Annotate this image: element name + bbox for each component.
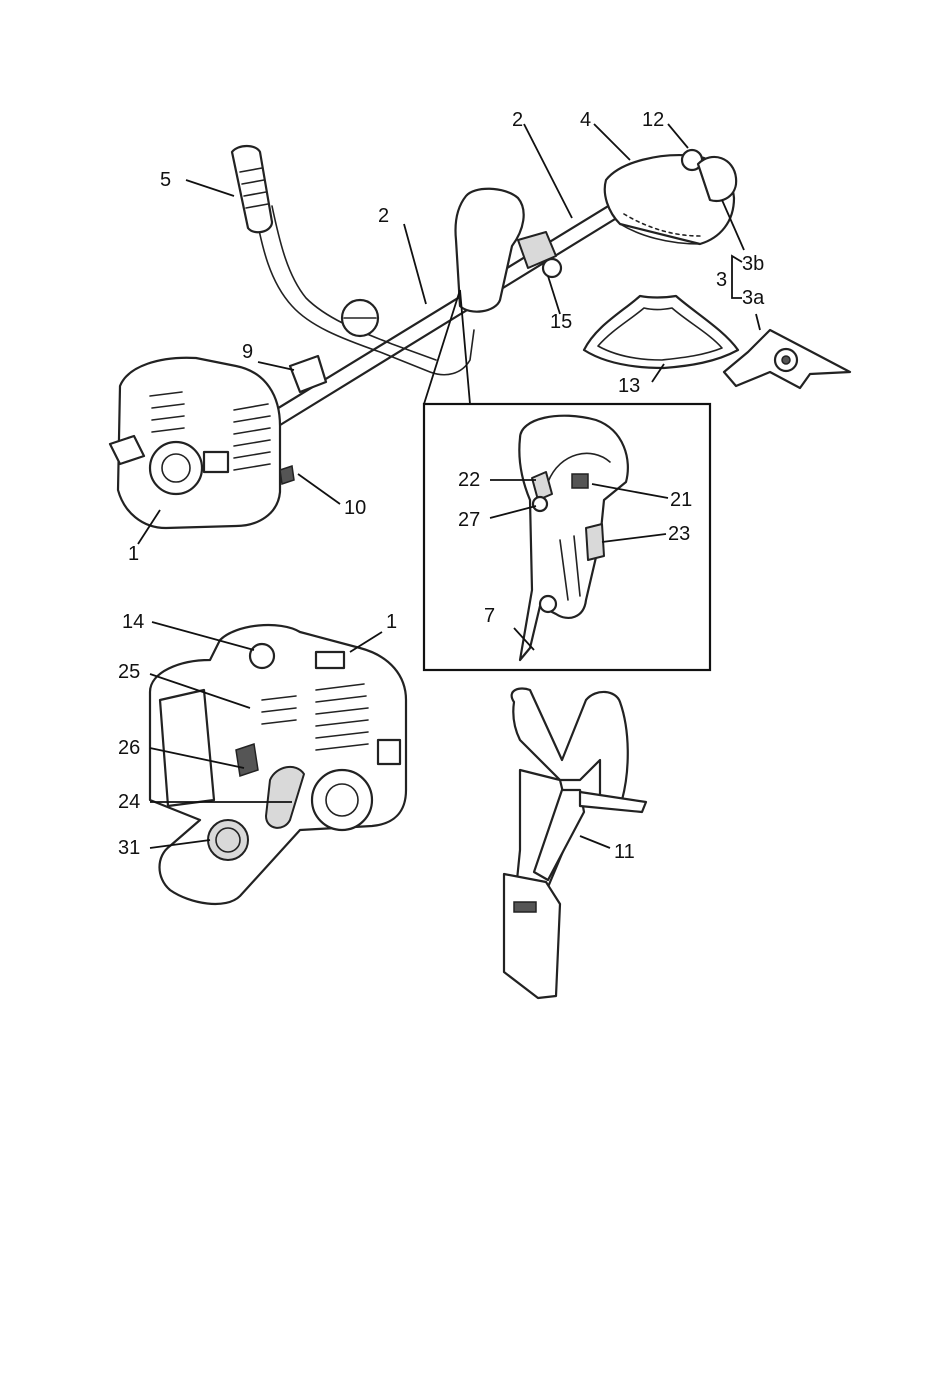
primer-bulb [208,820,248,860]
label-throttle-trigger: 23 [668,523,690,545]
label-primer-bulb: 31 [118,837,140,859]
clamp-knob [543,259,561,277]
blade-guard-extension [584,296,738,368]
cruise-button [533,497,547,511]
label-shaft-lower: 2 [378,205,389,227]
left-grip [232,146,272,232]
handle-detail-illustration [519,416,628,660]
label-choke-lever: 26 [118,737,140,759]
label-cruise-button: 27 [458,509,480,531]
fuel-filler-cap [250,644,274,668]
label-guard: 4 [580,109,591,131]
label-stop-switch: 22 [458,469,480,491]
engine-detail-illustration [150,625,406,904]
label-cutting-blade: 3a [742,287,765,309]
label-clamp-knob: 15 [550,311,572,333]
throttle-trigger [586,524,604,560]
label-fuel-filler: 14 [122,611,144,633]
throttle-handle [455,189,523,312]
label-cutting-set: 3 [716,269,727,291]
label-shaft-upper: 2 [512,109,523,131]
label-cutting-line-head: 3b [742,253,764,275]
label-gear-head: 12 [642,109,664,131]
label-starter-grip: 24 [118,791,140,813]
label-handle-bar: 7 [484,605,495,627]
label-shoulder-harness: 11 [614,841,635,863]
label-left-grip: 5 [160,169,171,191]
label-hanger: 9 [242,341,253,363]
label-exhaust-tag: 10 [344,497,366,519]
label-engine-top: 1 [128,543,139,565]
label-blade-guard-extension: 13 [618,375,640,397]
throttle-lock-switch [572,474,588,488]
label-throttle-lock: 21 [670,489,692,511]
label-air-cleaner: 25 [118,661,140,683]
label-engine-detail: 1 [386,611,397,633]
choke-lever [236,744,258,776]
